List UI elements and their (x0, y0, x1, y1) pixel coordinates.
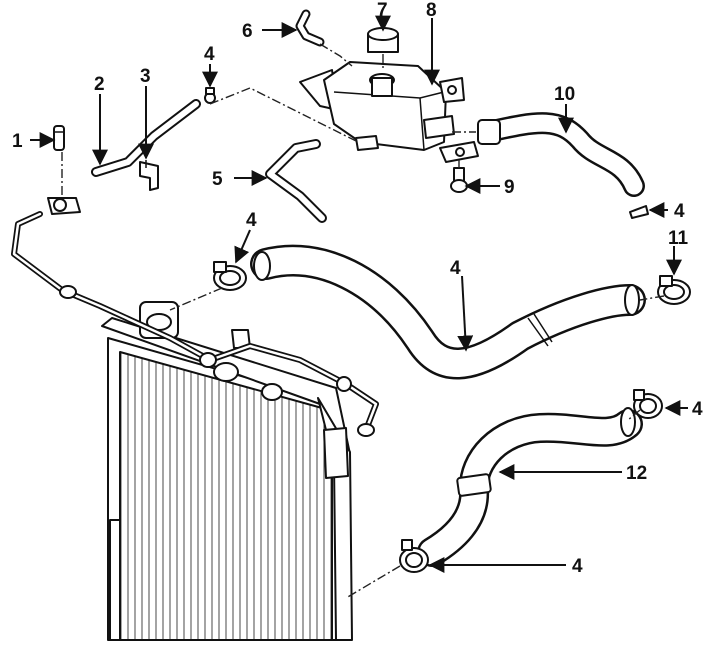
hose-clamp-lower-left (399, 539, 429, 573)
callout-4: 4 (572, 556, 583, 577)
vent-tube (11, 211, 379, 437)
coolant-reservoir (299, 61, 465, 151)
callout-5: 5 (212, 169, 223, 190)
callout-10: 10 (554, 84, 575, 105)
hose-clamp-upper-right (657, 275, 691, 305)
callout-7: 7 (377, 0, 388, 21)
upper-radiator-hose (250, 244, 646, 380)
callout-11: 4 (450, 258, 461, 279)
callout-8: 8 (426, 0, 437, 21)
callout-4: 4 (204, 44, 215, 65)
bleed-screw (53, 125, 65, 151)
bleed-fitting (47, 197, 81, 215)
return-hose (477, 112, 645, 197)
callout-1: 1 (12, 131, 23, 152)
radiator-drain-boss (213, 362, 239, 382)
callout-4: 11 (668, 228, 689, 249)
callout-9: 9 (504, 177, 515, 198)
hose-clamp-small-a (204, 87, 216, 104)
callout-2: 2 (94, 74, 105, 95)
hose-clamp-lower-right (633, 389, 663, 419)
callout-4: 4 (674, 201, 685, 222)
hose-clamp-upper-left (213, 261, 247, 291)
radiator (101, 301, 353, 641)
hose-clip-3 (139, 160, 159, 191)
mounting-bolt (450, 167, 468, 193)
reservoir-outlet-hose (265, 139, 327, 223)
reservoir-cap (367, 27, 399, 53)
reservoir-vent-hose (295, 9, 325, 47)
callout-12: 12 (626, 463, 647, 484)
lower-radiator-hose (417, 407, 643, 567)
callout-4: 4 (692, 399, 703, 420)
callout-6: 6 (242, 21, 253, 42)
callout-3: 3 (140, 66, 151, 87)
assembly-lines (61, 43, 665, 599)
callout-4: 4 (246, 210, 257, 231)
mounting-bracket (439, 141, 479, 163)
callout-labels: 1 2 3 4 5 6 7 8 9 10 4 4 11 4 4 12 4 (12, 0, 703, 577)
hose-clamp-small-b (629, 205, 649, 219)
callout-leaders (30, 15, 688, 573)
